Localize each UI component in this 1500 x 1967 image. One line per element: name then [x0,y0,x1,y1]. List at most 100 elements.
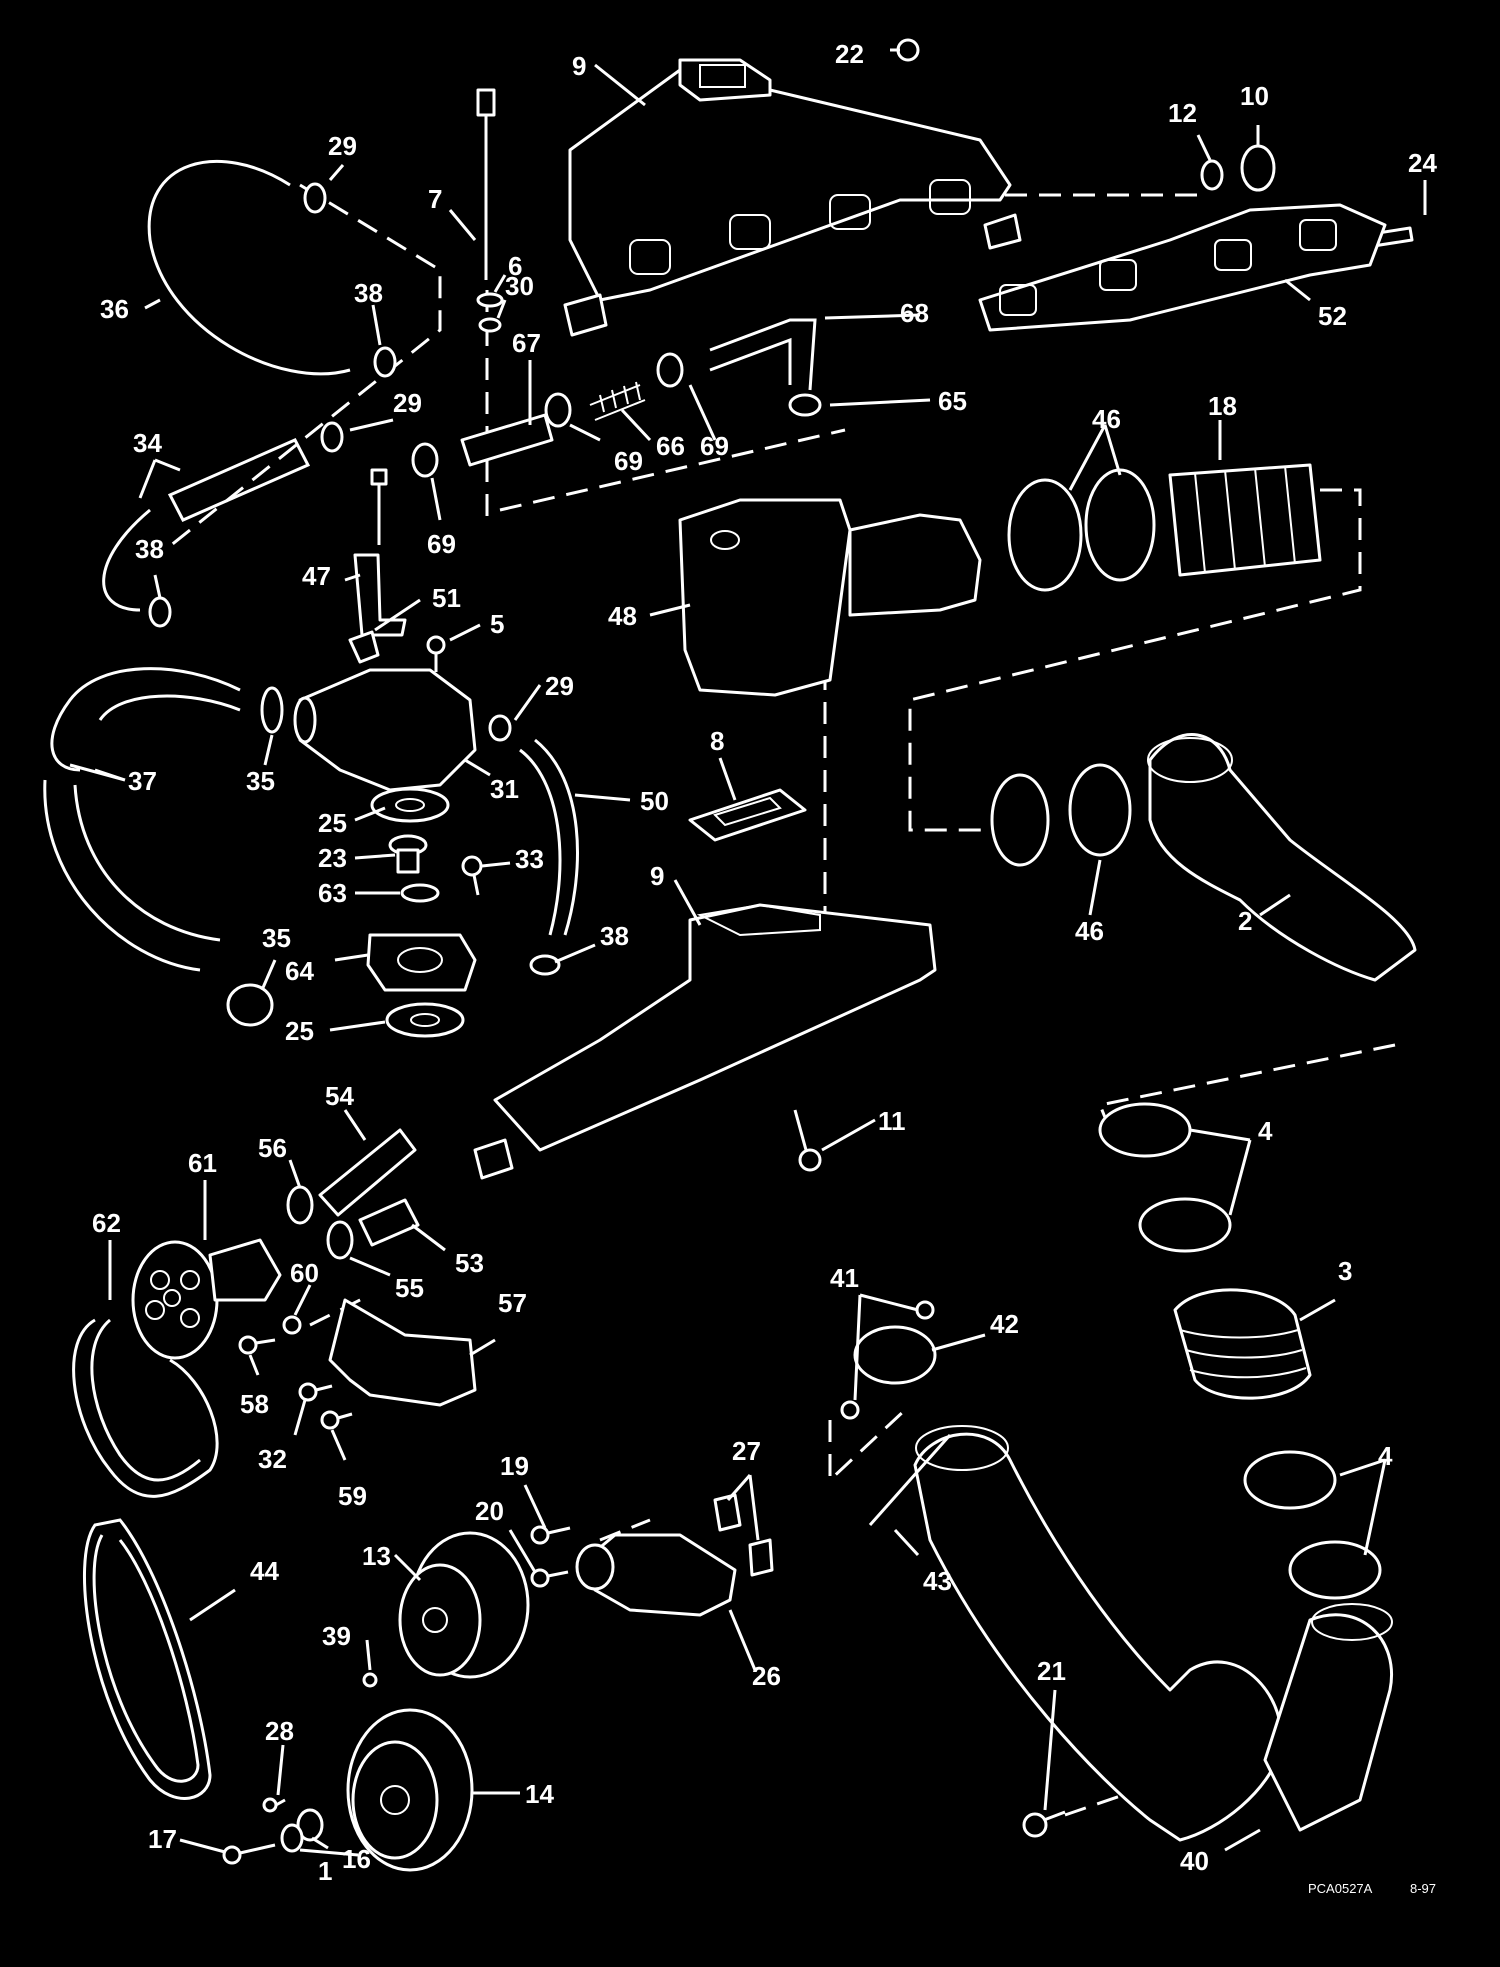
callout-12: 12 [1168,98,1197,128]
hose-clamp [303,182,327,214]
y-pipe [913,1425,1393,1842]
callout-69: 69 [700,431,729,461]
bolt [222,1843,276,1865]
callout-37: 37 [128,766,157,796]
bolt [262,1797,286,1813]
callout-19: 19 [500,1451,529,1481]
callout-35: 35 [246,766,275,796]
hose-clamp [1007,478,1083,592]
hose-clamp [1288,1540,1382,1600]
short-hose [460,413,554,467]
callout-25: 25 [285,1016,314,1046]
callout-18: 18 [1208,391,1237,421]
hose-clamp [148,596,172,628]
callout-69: 69 [427,529,456,559]
callout-46: 46 [1092,404,1121,434]
screw [362,1672,378,1688]
callout-29: 29 [328,131,357,161]
elbow-fitting [348,630,380,664]
hose-clamp [544,392,572,428]
short-hose [358,1198,420,1247]
cover-plate [853,1325,937,1385]
callout-13: 13 [362,1541,391,1571]
callout-2: 2 [1238,906,1252,936]
callout-62: 62 [92,1208,121,1238]
callout-59: 59 [338,1481,367,1511]
exhaust-manifold-bottom [473,903,937,1180]
circulating-water-pump [575,1533,737,1617]
callout-labels: 9 22 12 10 24 29 7 6 30 36 38 67 68 52 2… [92,39,1437,1886]
callout-38: 38 [135,534,164,564]
callout-50: 50 [640,786,669,816]
bolt [238,1335,276,1355]
gasket [688,788,807,842]
callout-35: 35 [262,923,291,953]
callout-69: 69 [614,446,643,476]
thermostat-spacer [366,933,477,992]
hose-clamp [373,346,397,378]
hose-clamp [1098,1102,1192,1158]
callout-58: 58 [240,1389,269,1419]
callout-67: 67 [512,328,541,358]
bolt [320,1410,353,1430]
hose-clamp [488,714,512,742]
callout-4: 4 [1258,1116,1273,1146]
hose-clamp [260,686,284,734]
hose [519,738,579,936]
hose-clamp [529,954,561,976]
callout-6: 6 [508,251,522,281]
callout-57: 57 [498,1288,527,1318]
callout-25: 25 [318,808,347,838]
bolt [461,855,483,896]
callout-34: 34 [133,428,162,458]
callout-7: 7 [428,184,442,214]
callout-55: 55 [395,1273,424,1303]
exhaust-elbow-pipe [1147,733,1417,982]
callout-14: 14 [525,1779,554,1809]
sleeve [1240,144,1276,192]
callout-53: 53 [455,1248,484,1278]
callout-10: 10 [1240,81,1269,111]
callout-41: 41 [830,1263,859,1293]
hose-clamp [1138,1197,1232,1253]
thermostat [388,834,428,874]
callout-43: 43 [923,1566,952,1596]
curved-hose [147,160,351,376]
nut [896,38,920,62]
callout-56: 56 [258,1133,287,1163]
leader-lines [69,48,1427,1857]
callout-64: 64 [285,956,314,986]
callout-32: 32 [258,1444,287,1474]
callout-47: 47 [302,561,331,591]
callout-61: 61 [188,1148,217,1178]
bellows [1168,463,1322,577]
serpentine-belt [82,1518,212,1800]
callout-36: 36 [100,294,129,324]
callout-40: 40 [1180,1846,1209,1876]
seal-ring [400,883,440,903]
bolt [530,1525,571,1545]
callout-17: 17 [148,1824,177,1854]
callout-20: 20 [475,1496,504,1526]
callout-21: 21 [1037,1656,1066,1686]
hose-clamp [788,393,822,417]
hose-clamp [226,983,274,1027]
callout-3: 3 [1338,1256,1352,1286]
hose-clamp [656,352,684,388]
washer [296,1808,324,1842]
callout-29: 29 [393,388,422,418]
callout-33: 63 [318,878,347,908]
callout-54: 54 [325,1081,354,1111]
callout-38: 38 [354,278,383,308]
drain-plug-spring [589,381,646,421]
hose [102,438,311,612]
callout-16: 16 [342,1844,371,1874]
callout-44: 44 [250,1556,279,1586]
gasket [385,1002,465,1038]
pump-bracket [328,1298,477,1407]
washer [478,317,502,333]
screw [840,1400,860,1420]
hose-clamp [326,1220,354,1260]
screw [915,1300,935,1320]
elbow-hose [709,318,817,391]
